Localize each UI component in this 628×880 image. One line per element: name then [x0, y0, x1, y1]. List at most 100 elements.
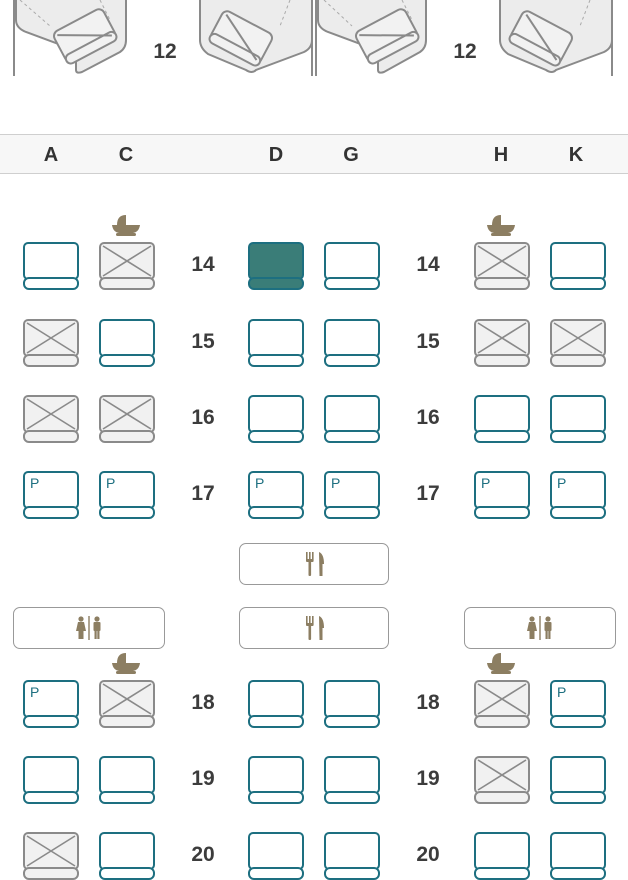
seat-cushion — [99, 791, 155, 804]
seat-15d[interactable] — [248, 319, 304, 367]
preferred-seat-marker: P — [331, 475, 341, 491]
seat-cushion — [324, 867, 380, 880]
galley-block[interactable] — [239, 607, 389, 649]
seat-back — [248, 756, 304, 794]
seat-15h — [474, 319, 530, 367]
seat-cushion — [248, 715, 304, 728]
seat-19c[interactable] — [99, 756, 155, 804]
seat-back — [550, 756, 606, 794]
seat-19h — [474, 756, 530, 804]
galley-block[interactable] — [239, 543, 389, 585]
column-label-h: H — [493, 144, 509, 166]
seat-15g[interactable] — [324, 319, 380, 367]
seat-back — [324, 756, 380, 794]
seat-14a[interactable] — [23, 242, 79, 290]
seat-cushion — [99, 354, 155, 367]
occupied-cross-icon — [477, 322, 527, 354]
seat-14g[interactable] — [324, 242, 380, 290]
seat-19a[interactable] — [23, 756, 79, 804]
seat-19k[interactable] — [550, 756, 606, 804]
occupied-cross-icon — [102, 245, 152, 277]
seat-15a — [23, 319, 79, 367]
seat-19d[interactable] — [248, 756, 304, 804]
occupied-cross-icon — [477, 759, 527, 791]
seat-back — [324, 680, 380, 718]
occupied-cross-icon — [102, 683, 152, 715]
seat-17c[interactable]: P — [99, 471, 155, 519]
seat-back — [248, 680, 304, 718]
seat-cushion — [324, 506, 380, 519]
seat-cushion — [324, 791, 380, 804]
seat-18a[interactable]: P — [23, 680, 79, 728]
lavatory-block[interactable] — [464, 607, 616, 649]
seat-cushion — [324, 715, 380, 728]
seat-18c — [99, 680, 155, 728]
row-number: 20 — [416, 843, 440, 866]
seat-16g[interactable] — [324, 395, 380, 443]
seat-cushion — [324, 354, 380, 367]
column-label-g: G — [343, 144, 359, 166]
seat-15k — [550, 319, 606, 367]
row-number: 18 — [416, 691, 440, 714]
seat-18h — [474, 680, 530, 728]
seat-cushion — [99, 506, 155, 519]
seat-cushion — [550, 277, 606, 290]
seat-back — [324, 395, 380, 433]
seat-cushion — [550, 506, 606, 519]
fork-knife-icon — [306, 552, 324, 576]
row-number: 15 — [416, 330, 440, 353]
row-number: 14 — [191, 253, 215, 276]
seat-16c — [99, 395, 155, 443]
seat-back — [99, 832, 155, 870]
seat-17g[interactable]: P — [324, 471, 380, 519]
seat-16d[interactable] — [248, 395, 304, 443]
seat-19g[interactable] — [324, 756, 380, 804]
seat-back — [324, 242, 380, 280]
seat-16h[interactable] — [474, 395, 530, 443]
seat-back — [248, 242, 304, 280]
lavatory-block[interactable] — [13, 607, 165, 649]
seat-cushion — [474, 354, 530, 367]
seat-18d[interactable] — [248, 680, 304, 728]
flat-bed-seat — [199, 0, 313, 76]
seat-20d[interactable] — [248, 832, 304, 880]
seat-17h[interactable]: P — [474, 471, 530, 519]
seat-14k[interactable] — [550, 242, 606, 290]
seat-cushion — [99, 715, 155, 728]
seat-cushion — [248, 354, 304, 367]
seat-18g[interactable] — [324, 680, 380, 728]
seat-20g[interactable] — [324, 832, 380, 880]
flat-bed-seats-row-12 — [13, 0, 613, 76]
column-label-k: K — [568, 144, 584, 166]
seat-20c[interactable] — [99, 832, 155, 880]
preferred-seat-marker: P — [557, 475, 567, 491]
row-number: 17 — [191, 482, 215, 505]
seat-17a[interactable]: P — [23, 471, 79, 519]
seat-back — [248, 319, 304, 357]
seat-17k[interactable]: P — [550, 471, 606, 519]
seat-18k[interactable]: P — [550, 680, 606, 728]
seat-20h[interactable] — [474, 832, 530, 880]
occupied-cross-icon — [26, 322, 76, 354]
seat-14h — [474, 242, 530, 290]
seat-back — [248, 832, 304, 870]
occupied-cross-icon — [26, 398, 76, 430]
flat-bed-seat — [315, 0, 427, 76]
seat-cushion — [99, 867, 155, 880]
seat-cushion — [23, 277, 79, 290]
seat-back — [23, 242, 79, 280]
seat-14d[interactable] — [248, 242, 304, 290]
seat-back — [474, 395, 530, 433]
column-label-a: A — [43, 144, 59, 166]
seat-cushion — [550, 791, 606, 804]
row-number: 16 — [191, 406, 215, 429]
seat-cushion — [99, 430, 155, 443]
column-header-bar: A C D G H K — [0, 134, 628, 174]
occupied-cross-icon — [477, 245, 527, 277]
seat-20k[interactable] — [550, 832, 606, 880]
seat-17d[interactable]: P — [248, 471, 304, 519]
seat-15c[interactable] — [99, 319, 155, 367]
seat-cushion — [550, 430, 606, 443]
seat-16k[interactable] — [550, 395, 606, 443]
preferred-seat-marker: P — [557, 684, 567, 700]
